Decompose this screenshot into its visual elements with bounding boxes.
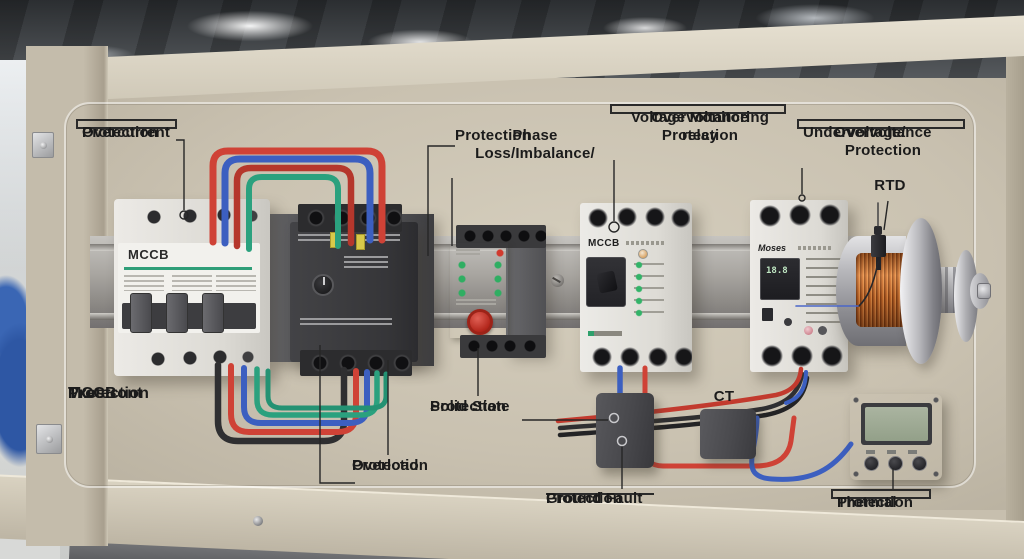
thermal-protection-monitor [850, 394, 942, 480]
label-line: Phase Loss/Imbalance/ [475, 127, 595, 163]
label-line: Protection [68, 385, 150, 402]
thermal-button[interactable] [912, 456, 927, 471]
overload-bottom-terminals [300, 350, 412, 376]
yellow-terminal-marker [356, 234, 365, 250]
mccb-bottom-terminals [128, 339, 268, 375]
rail-screw-icon [551, 274, 564, 287]
label-thermal-protection: Thermal Protection [831, 489, 931, 511]
screw-icon [253, 516, 263, 526]
ground-fault-ct-block [596, 393, 654, 468]
undervoltage-relay: Moses 18.8 [750, 200, 848, 372]
shaft-end-bolt [977, 283, 991, 299]
mccb-spec-text [172, 275, 212, 291]
mccb-spec-text [216, 275, 256, 291]
ssr-face: S SIG [450, 243, 508, 347]
hinge [36, 424, 62, 454]
rtd-probe-tip [876, 257, 881, 270]
vmr-logo [588, 331, 622, 336]
ssr-text-lines [456, 249, 480, 257]
solid-state-relay: S SIG [448, 225, 546, 358]
vmr-indicator-lamp [638, 249, 648, 259]
vmr-brand-text: MCCB [588, 238, 620, 249]
label-ground-fault-protection: Ground Fault Protection [546, 490, 654, 507]
label-line: Voltage Monitoring relay [630, 109, 770, 145]
mccb-toggle-handle[interactable] [130, 293, 152, 333]
motor-flange-large [900, 218, 942, 364]
overload-trip-dial[interactable] [312, 274, 334, 296]
label-line: Txestront [68, 385, 143, 402]
uvr-bottom-terminals [752, 340, 846, 372]
uvr-button[interactable] [818, 326, 827, 335]
uvr-button[interactable] [784, 318, 792, 326]
overload-text-lines [298, 234, 348, 244]
label-line: Protection [430, 398, 507, 415]
ssr-text-lines [456, 299, 496, 305]
vmr-led-column [634, 261, 664, 323]
mccb-spec-text [124, 275, 164, 291]
overload-text-lines [300, 318, 392, 328]
thermal-lcd-screen [865, 407, 928, 441]
hinge [32, 132, 54, 158]
label-line: Undervoltage/ [803, 124, 906, 141]
mccb-toggle-handle[interactable] [202, 293, 224, 333]
label-line: Thermal [837, 494, 897, 511]
rtd-sensor-probe [871, 226, 886, 270]
thermal-button[interactable] [888, 456, 903, 471]
vmr-knob[interactable] [596, 270, 618, 294]
label-overcurrent-protection: Overcurrent Protection [76, 119, 177, 141]
overload-relay [290, 204, 418, 376]
label-line: Protection [837, 494, 914, 511]
label-rtd: RTD [874, 177, 906, 194]
label-line: Protection [352, 457, 429, 474]
mccb-toggle-handle[interactable] [166, 293, 188, 333]
uvr-brand-text: Moses [758, 243, 787, 253]
label-line: Overcurrent [82, 124, 171, 141]
uvr-display: 18.8 [760, 258, 800, 300]
voltage-monitoring-relay: MCCB [580, 203, 692, 372]
overload-text-lines [344, 256, 388, 270]
mccb-face: MCCB [118, 243, 260, 333]
overload-text-lines [360, 234, 400, 244]
enclosure-right-edge [1006, 20, 1024, 540]
label-line: Protection [455, 127, 532, 144]
thermal-lcd-bezel [861, 403, 932, 445]
ssr-bottom-terminals [460, 335, 546, 358]
vmr-setting-window [586, 257, 626, 307]
uvr-model-code [798, 246, 832, 250]
uvr-display-value: 18.8 [766, 266, 788, 276]
vmr-top-terminals [582, 203, 690, 233]
label-line: Overvoltance Protection [834, 124, 932, 160]
label-line: Ground Fault [546, 490, 643, 507]
label-line: Protection [82, 124, 159, 141]
uvr-indicator [804, 326, 813, 335]
label-line: Protection [546, 490, 623, 507]
label-line: Overload [352, 457, 419, 474]
ssr-reset-button[interactable] [467, 309, 493, 335]
mccb-top-terminals [118, 201, 266, 232]
label-undervoltage-protection: Undervoltage/ Overvoltance Protection [797, 119, 965, 159]
hinge-pin [46, 436, 53, 443]
current-transformer-block [700, 409, 756, 459]
label-voltage-monitoring-relay: Voltage Monitoring relay Overvoltance Pr… [610, 104, 786, 144]
uvr-switch[interactable] [762, 308, 773, 321]
label-ct: CT [713, 388, 735, 405]
vmr-model-code [626, 241, 666, 245]
label-line: Solid State [430, 398, 510, 415]
mccb-green-stripe [124, 267, 252, 270]
label-line: Overvoltance Protection [651, 109, 749, 145]
rtd-probe-cap [874, 226, 882, 235]
thermal-button[interactable] [864, 456, 879, 471]
rtd-probe-body [871, 235, 886, 257]
thermal-button-labels [866, 450, 928, 454]
mccb-brand-text: MCCB [128, 247, 169, 262]
ssr-top-terminals [456, 225, 546, 248]
overload-top-terminals [298, 204, 402, 232]
mccb-breaker: MCCB [114, 199, 270, 376]
yellow-terminal-marker [330, 232, 339, 248]
uvr-top-terminals [752, 200, 846, 232]
label-line: MCCB [68, 385, 117, 402]
hinge-pin [40, 142, 47, 149]
ssr-body [506, 230, 546, 354]
vmr-bottom-terminals [584, 343, 692, 372]
